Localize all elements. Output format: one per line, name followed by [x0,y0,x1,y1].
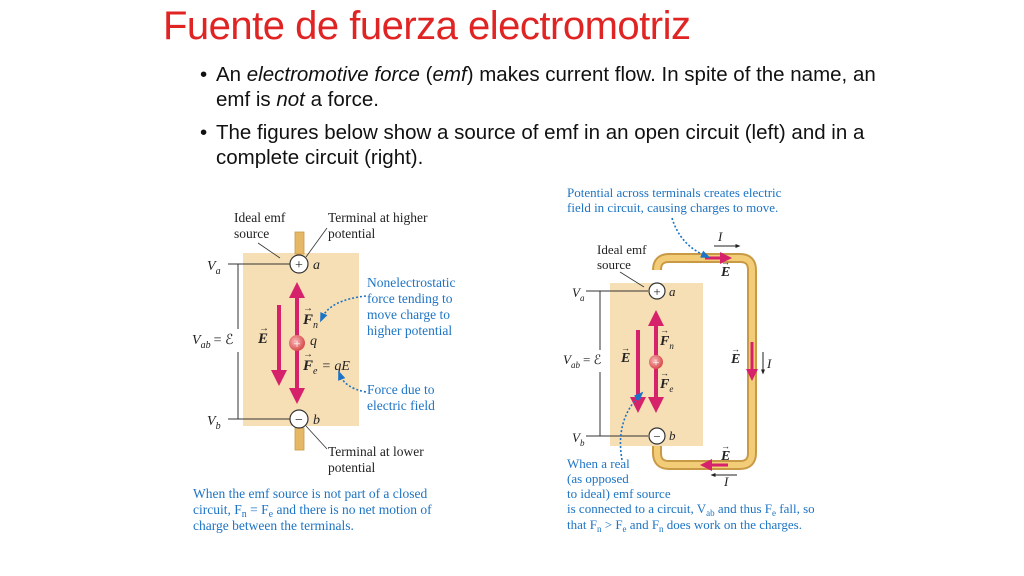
circuit-wire-inner [654,255,755,468]
fe-label: Fe= qE [302,358,350,377]
terminal-b [648,427,666,445]
terminal-a [648,282,666,300]
terminal-wire-bottom [294,427,305,451]
fn-vec: → [660,325,669,335]
fn-label: Fn [659,334,674,351]
label-b: b [669,428,676,443]
bullet-item-1: • An electromotive force (emf) makes cur… [200,63,876,111]
fe-label: Fe [659,377,673,394]
nonelectrostatic-leader [320,295,367,323]
bullet-dot: • [200,63,208,86]
charge-plus: + [653,355,660,369]
wire-e-vec-bottom: → [721,441,730,451]
fe-vec: → [303,349,313,360]
bullet-dot: • [200,121,208,144]
fe-vec: → [660,368,669,378]
wire-e-label-top: E [720,265,730,280]
terminal-wire-top [294,231,305,255]
e-field-label: E [257,331,268,347]
wire-e-label-bottom: E [720,449,730,464]
fn-label: Fn [302,312,318,331]
terminal-higher-leader [305,227,328,258]
charge-plus: + [293,336,300,351]
vab-label: Vab= ℰ [563,352,602,370]
vab-label: Vab= ℰ [192,333,233,351]
ideal-emf-leader [619,271,645,288]
e-field-label: E [620,351,630,366]
top-caption-leader [671,217,711,258]
vb-label: Vb [572,430,585,448]
va-label: Va [572,285,585,303]
e-field-vec: → [259,323,269,334]
terminal-minus: − [653,429,660,444]
ideal-emf-leader [257,242,281,259]
label-a: a [669,284,676,299]
charge-q [289,335,305,351]
terminal-plus: + [295,258,303,273]
left-caption: When the emf source is not part of a clo… [193,486,435,533]
terminal-minus: − [295,413,303,428]
vb-label: Vb [207,414,221,432]
va-label: Va [207,259,221,277]
slide-title: Fuente de fuerza electromotriz [163,4,691,48]
fn-vec: → [303,303,313,314]
label-b: b [313,413,320,428]
current-label-top: I [717,229,723,244]
right-figure: I I I E → E → E → + − a b Va Vb Vab= ℰ E… [563,185,818,534]
wire-e-vec-top: → [721,257,730,267]
terminal-plus: + [653,284,660,299]
terminal-lower-leader [305,425,328,450]
bottom-caption: When a real (as opposed to ideal) emf so… [567,456,818,534]
top-caption: Potential across terminals creates elect… [567,185,782,215]
left-figure: + − a b Va Vb Vab= ℰ E → + q Fn → Fe= qE… [192,210,455,533]
charge-q-label: q [310,334,317,349]
current-label-right: I [766,356,772,371]
wire-e-vec-right: → [731,344,740,354]
charge [649,355,663,369]
e-field-vec: → [621,343,630,353]
wire-e-label-right: E [730,352,740,367]
bottom-caption-leader [619,391,644,461]
label-a: a [313,258,320,273]
current-label-bottom: I [723,474,729,489]
bullet-list: • An electromotive force (emf) makes cur… [200,62,890,178]
bullet-item-2: • The figures below show a source of emf… [200,121,865,169]
